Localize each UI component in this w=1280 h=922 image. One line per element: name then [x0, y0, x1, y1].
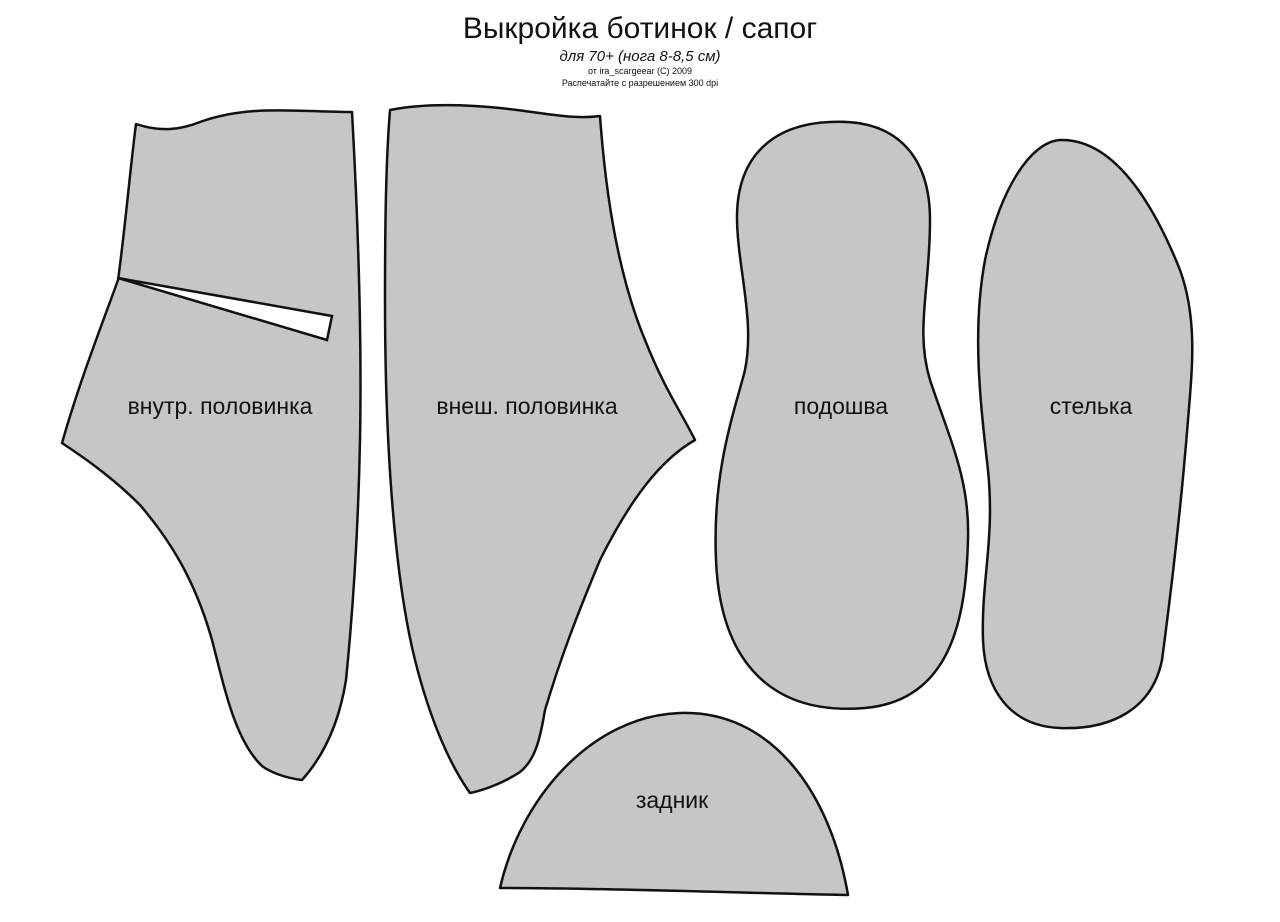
- label-insole: стелька: [1049, 393, 1133, 419]
- outer-half-piece: [383, 103, 697, 795]
- author-credit: от ira_scargeear (C) 2009: [588, 66, 692, 76]
- pattern-subtitle: для 70+ (нога 8-8,5 см): [559, 48, 721, 65]
- heel-piece: [498, 711, 850, 897]
- inner-half-piece: [60, 108, 362, 782]
- label-outer-half: внеш. половинка: [436, 393, 618, 419]
- label-inner-half: внутр. половинка: [127, 393, 313, 419]
- insole-piece: [976, 138, 1194, 730]
- dart: [117, 276, 334, 342]
- label-heel: задник: [635, 787, 709, 813]
- label-sole: подошва: [793, 393, 889, 419]
- print-note: Распечатайте с разрешением 300 dpi: [561, 78, 719, 88]
- pattern-title: Выкройка ботинок / сапог: [462, 12, 818, 45]
- sole-piece: [714, 120, 970, 711]
